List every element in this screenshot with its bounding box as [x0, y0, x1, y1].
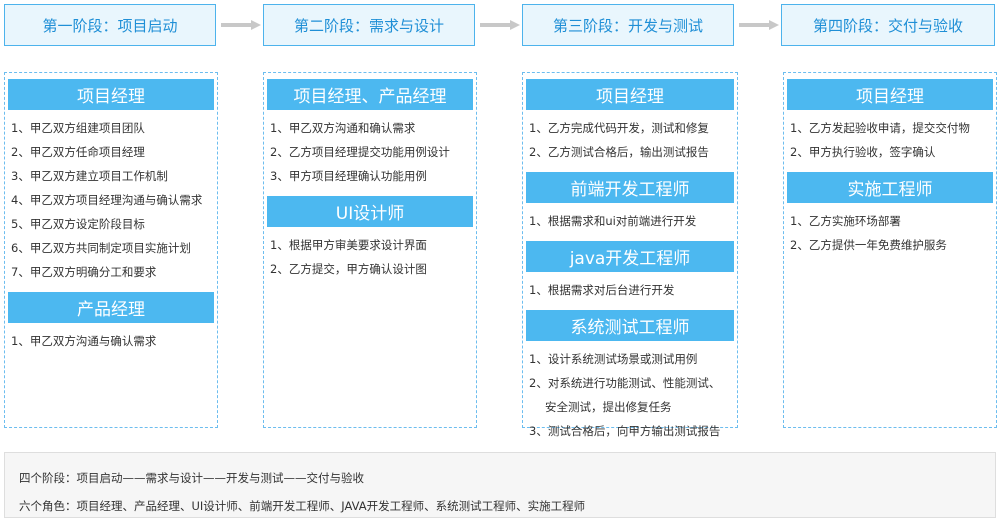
list-item: 3、测试合格后，向甲方输出测试报告 — [529, 424, 721, 438]
stage-2-roles-panel: 项目经理、产品经理 1、甲乙双方沟通和确认需求 2、乙方项目经理提交功能用例设计… — [263, 72, 477, 428]
task-list: 1、乙方完成代码开发，测试和修复 2、乙方测试合格后，输出测试报告 — [526, 116, 734, 164]
list-item: 2、甲乙双方任命项目经理 — [11, 145, 145, 159]
list-item: 1、甲乙双方组建项目团队 — [11, 121, 145, 135]
list-item: 1、根据甲方审美要求设计界面 — [270, 238, 427, 252]
list-item: 2、乙方测试合格后，输出测试报告 — [529, 145, 709, 159]
list-item: 2、乙方提供一年免费维护服务 — [790, 238, 947, 252]
list-item: 7、甲乙双方明确分工和要求 — [11, 265, 157, 279]
arrow-right-icon — [739, 20, 779, 30]
list-item: 3、甲乙双方建立项目工作机制 — [11, 169, 168, 183]
list-item: 2、甲方执行验收，签字确认 — [790, 145, 936, 159]
task-list: 1、乙方实施环场部署 2、乙方提供一年免费维护服务 — [787, 209, 993, 257]
list-item: 1、乙方完成代码开发，测试和修复 — [529, 121, 709, 135]
list-item: 2、乙方项目经理提交功能用例设计 — [270, 145, 450, 159]
stage-4-roles-panel: 项目经理 1、乙方发起验收申请，提交交付物 2、甲方执行验收，签字确认 实施工程… — [783, 72, 997, 428]
stage-3-roles-panel: 项目经理 1、乙方完成代码开发，测试和修复 2、乙方测试合格后，输出测试报告 前… — [522, 72, 738, 438]
task-list: 1、甲乙双方沟通与确认需求 — [8, 329, 214, 353]
list-item: 2、对系统进行功能测试、性能测试、 — [529, 376, 721, 390]
role-header-frontend-engineer: 前端开发工程师 — [526, 172, 734, 203]
role-header-java-engineer: java开发工程师 — [526, 241, 734, 272]
task-list: 1、根据需求和ui对前端进行开发 — [526, 209, 734, 233]
task-list: 1、设计系统测试场景或测试用例 2、对系统进行功能测试、性能测试、 安全测试，提… — [526, 347, 734, 443]
role-header-product-manager: 产品经理 — [8, 292, 214, 323]
list-item: 1、根据需求和ui对前端进行开发 — [529, 214, 697, 228]
list-item: 1、乙方实施环场部署 — [790, 214, 901, 228]
summary-stages-line: 四个阶段：项目启动——需求与设计——开发与测试——交付与验收 — [19, 471, 364, 485]
stage-3-label: 第三阶段：开发与测试 — [552, 16, 703, 35]
stage-2-header: 第二阶段：需求与设计 — [263, 4, 475, 46]
list-item: 1、甲乙双方沟通和确认需求 — [270, 121, 416, 135]
list-item: 5、甲乙双方设定阶段目标 — [11, 217, 145, 231]
summary-box: 四个阶段：项目启动——需求与设计——开发与测试——交付与验收 六个角色：项目经理… — [4, 452, 996, 518]
stage-4-header: 第四阶段：交付与验收 — [781, 4, 995, 46]
list-item: 1、乙方发起验收申请，提交交付物 — [790, 121, 970, 135]
arrow-right-icon — [480, 20, 520, 30]
stage-1-header: 第一阶段：项目启动 — [4, 4, 216, 46]
stage-1-roles-panel: 项目经理 1、甲乙双方组建项目团队 2、甲乙双方任命项目经理 3、甲乙双方建立项… — [4, 72, 218, 428]
task-list: 1、甲乙双方沟通和确认需求 2、乙方项目经理提交功能用例设计 3、甲方项目经理确… — [267, 116, 473, 188]
stage-4-label: 第四阶段：交付与验收 — [812, 16, 963, 35]
list-item: 1、根据需求对后台进行开发 — [529, 283, 675, 297]
role-header-test-engineer: 系统测试工程师 — [526, 310, 734, 341]
list-item: 4、甲乙双方项目经理沟通与确认需求 — [11, 193, 203, 207]
arrow-right-icon — [221, 20, 261, 30]
task-list: 1、根据需求对后台进行开发 — [526, 278, 734, 302]
stage-3-header: 第三阶段：开发与测试 — [522, 4, 734, 46]
role-header-project-manager: 项目经理 — [787, 79, 993, 110]
role-header-pm-and-product-manager: 项目经理、产品经理 — [267, 79, 473, 110]
task-list: 1、甲乙双方组建项目团队 2、甲乙双方任命项目经理 3、甲乙双方建立项目工作机制… — [8, 116, 214, 284]
list-item-continuation: 安全测试，提出修复任务 — [545, 400, 672, 414]
stage-2-label: 第二阶段：需求与设计 — [293, 16, 444, 35]
list-item: 1、甲乙双方沟通与确认需求 — [11, 334, 157, 348]
list-item: 安全测试，提出修复任务 — [529, 395, 734, 419]
task-list: 1、根据甲方审美要求设计界面 2、乙方提交，甲方确认设计图 — [267, 233, 473, 281]
list-item: 3、甲方项目经理确认功能用例 — [270, 169, 427, 183]
role-header-project-manager: 项目经理 — [8, 79, 214, 110]
role-header-project-manager: 项目经理 — [526, 79, 734, 110]
summary-roles-line: 六个角色：项目经理、产品经理、UI设计师、前端开发工程师、JAVA开发工程师、系… — [19, 499, 586, 513]
list-item: 1、设计系统测试场景或测试用例 — [529, 352, 698, 366]
role-header-ui-designer: UI设计师 — [267, 196, 473, 227]
task-list: 1、乙方发起验收申请，提交交付物 2、甲方执行验收，签字确认 — [787, 116, 993, 164]
role-header-implementation-engineer: 实施工程师 — [787, 172, 993, 203]
list-item: 2、乙方提交，甲方确认设计图 — [270, 262, 427, 276]
list-item: 6、甲乙双方共同制定项目实施计划 — [11, 241, 191, 255]
stage-1-label: 第一阶段：项目启动 — [42, 16, 178, 35]
